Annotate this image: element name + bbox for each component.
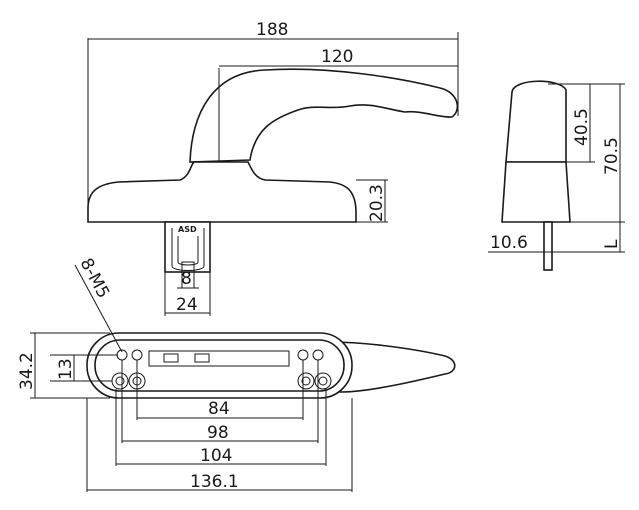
svg-text:8-M5: 8-M5: [76, 255, 114, 302]
dim-hole-spacing-98: 98: [121, 360, 319, 443]
side-handle-body: [501, 161, 571, 223]
svg-text:136.1: 136.1: [190, 472, 239, 492]
dim-hole-spacing-104: 104: [115, 389, 327, 466]
svg-text:40.5: 40.5: [572, 108, 592, 146]
front-view: ASD 188 120 20.3 24 8: [87, 20, 459, 316]
dim-handle-length: 120: [219, 47, 458, 67]
svg-text:70.5: 70.5: [602, 137, 622, 175]
plate-view: 8-M5 34.2 13 84 98: [17, 255, 456, 492]
dim-side-top-height: 40.5: [548, 83, 595, 163]
svg-text:8: 8: [181, 269, 192, 289]
side-view: 40.5 70.5 L 10.6: [488, 80, 625, 271]
svg-text:120: 120: [321, 47, 353, 67]
svg-text:24: 24: [176, 295, 198, 315]
svg-text:98: 98: [207, 423, 229, 443]
dim-side-total-height: 70.5: [570, 83, 625, 223]
base-rosette: [87, 161, 357, 223]
svg-text:20.3: 20.3: [367, 184, 387, 222]
plate-lever-outline: [329, 341, 456, 393]
dim-side-spindle: 10.6: [488, 233, 552, 253]
svg-text:104: 104: [200, 446, 232, 466]
plate-inner: [94, 339, 345, 392]
side-handle-top: [505, 80, 567, 163]
dim-hole-spacing-84: 84: [136, 360, 304, 420]
dim-side-variable: L: [575, 222, 625, 253]
svg-text:10.6: 10.6: [490, 233, 528, 253]
svg-text:L: L: [602, 239, 622, 249]
dim-plate-width: 136.1: [86, 398, 353, 492]
handle-lever: [189, 68, 459, 163]
dim-base-height: 20.3: [367, 180, 387, 222]
spindle: ASD: [164, 221, 211, 289]
dim-front-width: 188: [87, 20, 459, 222]
svg-text:188: 188: [256, 20, 288, 40]
side-spindle: [543, 221, 553, 271]
spindle-logo: ASD: [178, 225, 197, 234]
svg-text:84: 84: [208, 399, 230, 419]
dim-hole-spacing-vertical: 13: [50, 354, 118, 382]
dim-plate-height: 34.2: [17, 332, 110, 399]
dim-spindle-width: 24: [164, 272, 211, 316]
svg-text:13: 13: [56, 358, 76, 380]
dim-spindle-inner: 8: [177, 269, 199, 289]
svg-text:34.2: 34.2: [17, 352, 37, 390]
